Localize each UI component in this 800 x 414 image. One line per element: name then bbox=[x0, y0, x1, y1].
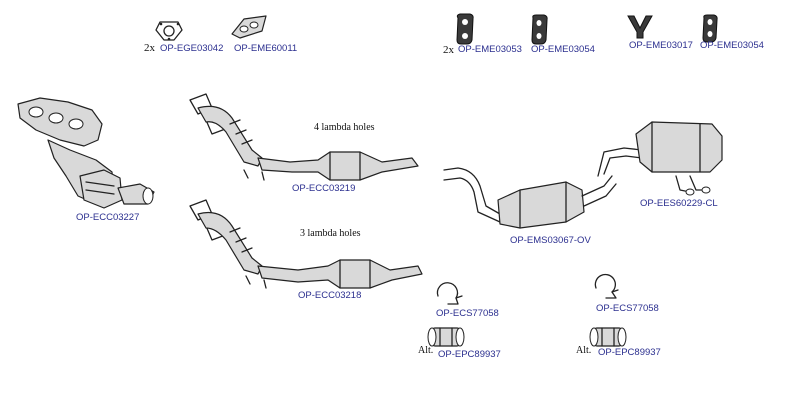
egr-gasket-quantity: 2x bbox=[144, 42, 155, 54]
rubber-hanger-icon[interactable] bbox=[531, 14, 548, 45]
rear-silencer-icon[interactable] bbox=[597, 121, 723, 196]
triangle-gasket-icon[interactable] bbox=[155, 21, 183, 41]
catalytic-converter-icon[interactable] bbox=[189, 199, 423, 289]
part-label-cat-3-lambda[interactable]: OP-ECC03218 bbox=[298, 290, 362, 301]
rubber-hanger-icon[interactable] bbox=[456, 13, 474, 45]
part-label-manifold-gasket[interactable]: OP-EME60011 bbox=[234, 43, 298, 54]
part-label-clamp-left[interactable]: OP-ECS77058 bbox=[436, 308, 499, 319]
part-label-egr-gasket[interactable]: OP-EGE03042 bbox=[160, 43, 224, 54]
middle-silencer-icon[interactable] bbox=[443, 167, 617, 229]
part-label-cat-4-lambda[interactable]: OP-ECC03219 bbox=[292, 183, 356, 194]
part-label-manifold-catalyst[interactable]: OP-ECC03227 bbox=[76, 212, 140, 223]
catalytic-converter-icon[interactable] bbox=[189, 93, 419, 181]
part-label-middle-silencer[interactable]: OP-EMS03067-OV bbox=[510, 235, 591, 246]
rubber-strap-icon[interactable] bbox=[627, 15, 653, 39]
part-label-hanger-b[interactable]: OP-EME03054 bbox=[531, 44, 595, 55]
hanger-a-quantity: 2x bbox=[443, 44, 454, 56]
part-label-clamp-right[interactable]: OP-ECS77058 bbox=[596, 303, 659, 314]
part-label-connector-left[interactable]: OP-EPC89937 bbox=[438, 349, 501, 360]
part-label-connector-right[interactable]: OP-EPC89937 bbox=[598, 347, 661, 358]
part-label-hanger-a[interactable]: OP-EME03053 bbox=[458, 44, 522, 55]
part-label-rear-silencer[interactable]: OP-EES60229-CL bbox=[640, 198, 718, 209]
part-label-hanger-c[interactable]: OP-EME03017 bbox=[629, 40, 693, 51]
manifold-catalyst-icon[interactable] bbox=[17, 97, 155, 209]
manifold-gasket-icon[interactable] bbox=[231, 15, 267, 39]
rubber-hanger-icon[interactable] bbox=[702, 14, 718, 43]
alt-marker-right: Alt. bbox=[576, 345, 592, 356]
note-3-lambda-holes: 3 lambda holes bbox=[300, 228, 361, 239]
pipe-clamp-icon[interactable] bbox=[594, 273, 619, 299]
note-4-lambda-holes: 4 lambda holes bbox=[314, 122, 375, 133]
pipe-connector-icon[interactable] bbox=[427, 327, 465, 347]
pipe-connector-icon[interactable] bbox=[589, 327, 627, 347]
pipe-clamp-icon[interactable] bbox=[436, 282, 463, 305]
part-label-hanger-d[interactable]: OP-EME03054 bbox=[700, 40, 764, 51]
alt-marker-left: Alt. bbox=[418, 345, 434, 356]
